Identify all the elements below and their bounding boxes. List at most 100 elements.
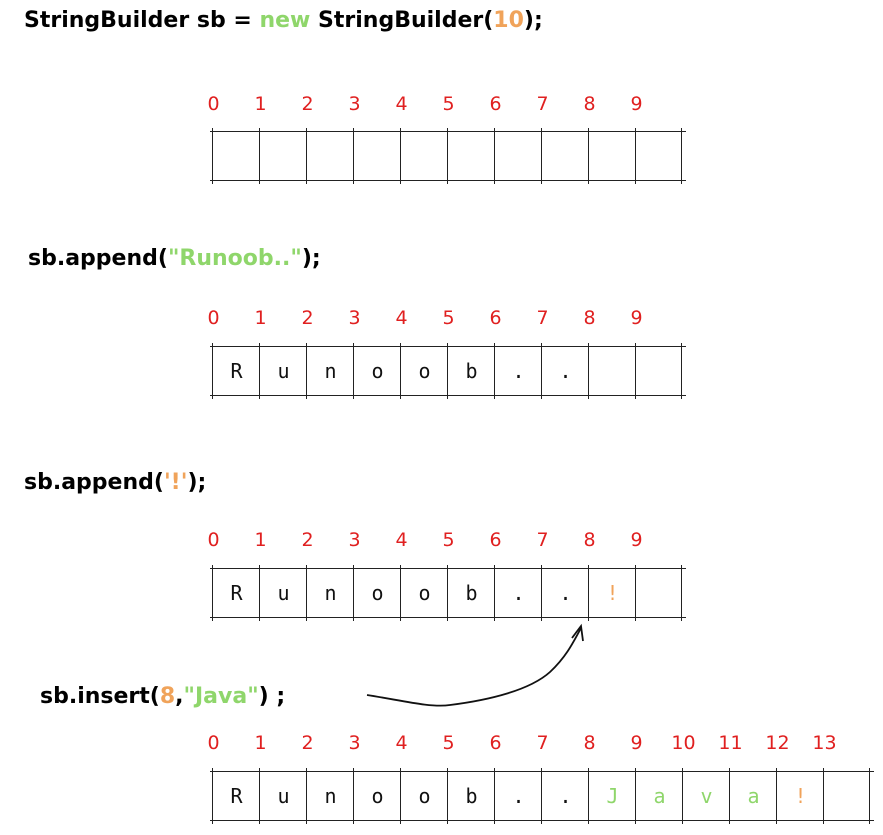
array-cell: o [400,343,447,399]
index-label: 2 [301,529,314,551]
array-cell [212,128,259,184]
array-cell: o [353,768,400,824]
index-label: 0 [207,732,220,754]
array-cell [494,128,541,184]
array-cell: n [306,768,353,824]
index-label: 9 [630,529,643,551]
array-cell: . [541,768,588,824]
array-cell: u [259,565,306,621]
array-cell-inserted: v [682,768,729,824]
index-label: 1 [254,732,267,754]
array-cell [588,128,635,184]
code-text: StringBuilder( [310,8,494,33]
array-cell-inserted: J [588,768,635,824]
code-keyword-new: new [259,8,311,33]
array-cell [541,128,588,184]
array-cell [400,128,447,184]
array-cell: . [494,565,541,621]
array-after-append-string: R u n o o b . . [210,343,686,399]
index-label: 3 [348,529,361,551]
index-label: 0 [207,307,220,329]
array-cell: b [447,343,494,399]
array-cell [635,128,682,184]
array-cell-appended: ! [588,565,635,621]
index-label: 6 [489,529,502,551]
array-cell [306,128,353,184]
array-cell-appended: ! [776,768,823,824]
code-text: StringBuilder sb = [24,8,260,33]
index-row-3: 0 1 2 3 4 5 6 7 8 9 [190,529,670,553]
index-label: 9 [630,93,643,115]
array-cell: o [400,768,447,824]
code-number: 10 [493,8,524,33]
index-label: 6 [489,93,502,115]
code-text: ); [301,246,321,271]
index-label: 12 [765,732,790,754]
index-label: 0 [207,93,220,115]
index-label: 7 [536,93,549,115]
index-label: 2 [301,307,314,329]
index-label: 1 [254,307,267,329]
array-cell-inserted: a [729,768,776,824]
array-cell-inserted: a [635,768,682,824]
array-cell [635,565,682,621]
index-label: 9 [630,732,643,754]
index-label: 8 [583,529,596,551]
index-label: 5 [442,529,455,551]
index-label: 13 [812,732,837,754]
code-string: "Java" [183,684,259,709]
index-label: 8 [583,732,596,754]
array-after-append-char: R u n o o b . . ! [210,565,686,621]
index-label: 8 [583,307,596,329]
index-label: 7 [536,307,549,329]
index-label: 3 [348,93,361,115]
array-cell: . [494,768,541,824]
index-label: 4 [395,307,408,329]
array-cell [635,343,682,399]
array-cell [259,128,306,184]
code-text: sb.insert( [40,684,160,709]
index-label: 1 [254,529,267,551]
code-line-append-runoob: sb.append("Runoob.."); [28,248,321,270]
array-cell: o [400,565,447,621]
array-cell [823,768,870,824]
index-label: 9 [630,307,643,329]
code-string: "Runoob.." [167,246,302,271]
array-cell: . [494,343,541,399]
index-label: 1 [254,93,267,115]
array-cell: o [353,565,400,621]
code-line-append-char: sb.append('!'); [24,472,206,494]
index-label: 5 [442,732,455,754]
index-label: 7 [536,529,549,551]
array-cell: b [447,768,494,824]
code-text: ) ; [258,684,286,709]
code-line-insert-java: sb.insert(8,"Java") ; [40,686,285,708]
array-cell: n [306,565,353,621]
index-label: 5 [442,93,455,115]
array-after-insert: R u n o o b . . J a v a ! [210,768,874,824]
array-cell: R [212,768,259,824]
code-number: 8 [159,684,176,709]
index-label: 7 [536,732,549,754]
array-cell: . [541,343,588,399]
code-line-new-stringbuilder: StringBuilder sb = new StringBuilder(10)… [24,10,543,32]
index-row-1: 0 1 2 3 4 5 6 7 8 9 [190,93,670,117]
index-label: 6 [489,307,502,329]
index-label: 6 [489,732,502,754]
index-label: 0 [207,529,220,551]
index-label: 10 [671,732,696,754]
index-label: 3 [348,732,361,754]
array-cell: o [353,343,400,399]
array-cell: . [541,565,588,621]
code-text: ); [523,8,543,33]
index-label: 2 [301,93,314,115]
code-text: , [175,684,184,709]
array-cell [447,128,494,184]
index-label: 3 [348,307,361,329]
index-label: 4 [395,93,408,115]
array-cell: b [447,565,494,621]
array-cell: n [306,343,353,399]
index-label: 11 [718,732,743,754]
index-label: 4 [395,529,408,551]
